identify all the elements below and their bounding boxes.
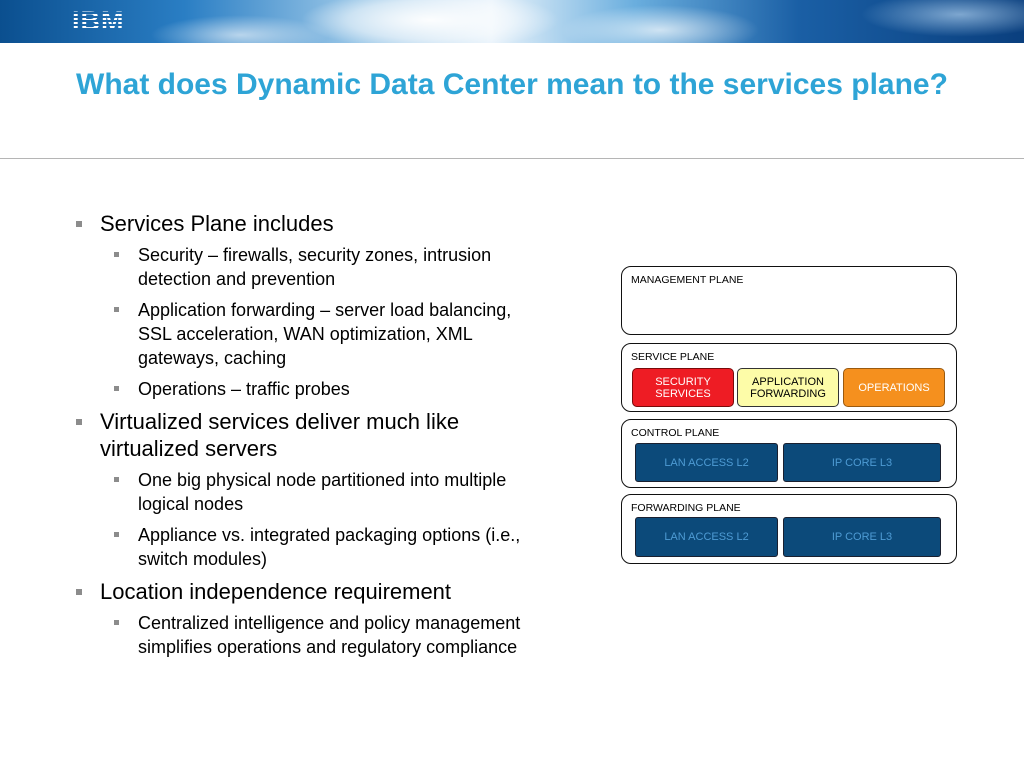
sub-bullet-text: Application forwarding – server load bal… [138,300,512,368]
sub-bullet-text: Appliance vs. integrated packaging optio… [138,525,521,569]
banner-cloud [860,0,1024,37]
slide-title: What does Dynamic Data Center mean to th… [76,68,948,101]
control-plane: CONTROL PLANE LAN ACCESS L2 IP CORE L3 [621,419,957,488]
forwarding-plane-label: FORWARDING PLANE [631,502,741,514]
sub-bullet-item: One big physical node partitioned into m… [114,468,546,516]
sub-bullet-item: Application forwarding – server load bal… [114,298,546,370]
control-plane-label: CONTROL PLANE [631,427,720,439]
bullet-square-icon [114,532,119,537]
bullet-item: Location independence requirement [76,578,546,605]
ibm-logo: IBM [72,6,125,36]
bullet-item: Services Plane includes [76,210,546,237]
bullet-square-icon [114,620,119,625]
bullet-text: Virtualized services deliver much like v… [100,409,460,461]
sub-bullet-item: Operations – traffic probes [114,377,546,401]
header-banner: IBM [0,0,1024,43]
bullet-square-icon [114,477,119,482]
bullet-square-icon [114,386,119,391]
sub-bullet-text: Operations – traffic probes [138,379,350,399]
bullet-square-icon [76,589,82,595]
bullet-text: Services Plane includes [100,211,334,236]
bullet-square-icon [114,307,119,312]
bullet-list: Services Plane includes Security – firew… [76,210,546,666]
title-divider [0,158,1024,159]
service-plane: SERVICE PLANE SECURITY SERVICES APPLICAT… [621,343,957,412]
operations-box: OPERATIONS [843,368,945,407]
banner-cloud [300,0,560,43]
banner-cloud [560,5,760,43]
bullet-item: Virtualized services deliver much like v… [76,408,546,462]
management-plane-label: MANAGEMENT PLANE [631,274,744,286]
lan-access-l2-box: LAN ACCESS L2 [635,443,778,482]
bullet-square-icon [76,419,82,425]
management-plane: MANAGEMENT PLANE [621,266,957,335]
ip-core-l3-box: IP CORE L3 [783,443,941,482]
sub-bullet-item: Security – firewalls, security zones, in… [114,243,546,291]
sub-bullet-item: Appliance vs. integrated packaging optio… [114,523,546,571]
application-forwarding-box: APPLICATION FORWARDING [737,368,839,407]
lan-access-l2-box: LAN ACCESS L2 [635,517,778,557]
sub-bullet-text: Security – firewalls, security zones, in… [138,245,492,289]
ip-core-l3-box: IP CORE L3 [783,517,941,557]
bullet-square-icon [76,221,82,227]
sub-bullet-text: One big physical node partitioned into m… [138,470,507,514]
sub-bullet-item: Centralized intelligence and policy mana… [114,611,546,659]
security-services-box: SECURITY SERVICES [632,368,734,407]
bullet-square-icon [114,252,119,257]
sub-bullet-text: Centralized intelligence and policy mana… [138,613,521,657]
bullet-text: Location independence requirement [100,579,452,604]
forwarding-plane: FORWARDING PLANE LAN ACCESS L2 IP CORE L… [621,494,957,564]
service-plane-label: SERVICE PLANE [631,351,715,363]
